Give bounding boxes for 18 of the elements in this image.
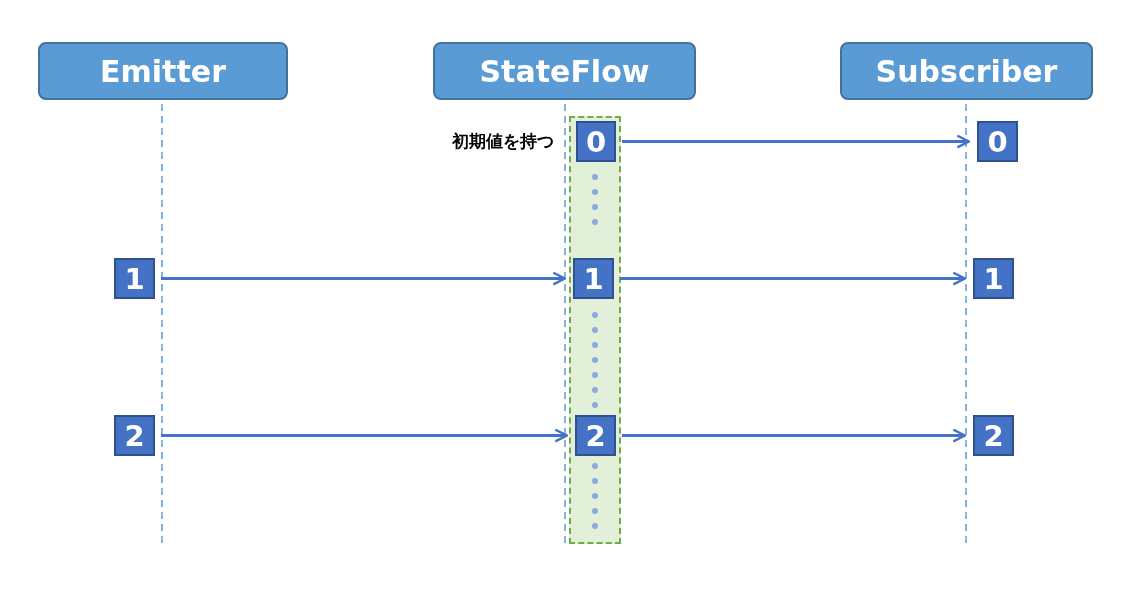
lifeline-header: Subscriber	[840, 42, 1093, 100]
value-box: 2	[114, 415, 155, 456]
value-box: 0	[576, 121, 616, 162]
lifeline-header: Emitter	[38, 42, 288, 100]
value-box: 2	[575, 415, 616, 456]
lifeline-header: StateFlow	[433, 42, 696, 100]
arrow	[161, 271, 567, 286]
arrow	[620, 271, 967, 286]
arrow	[622, 428, 967, 443]
arrow	[161, 428, 569, 443]
value-box: 1	[114, 258, 155, 299]
value-box: 2	[973, 415, 1014, 456]
state-band	[569, 116, 621, 544]
value-box: 0	[977, 121, 1018, 162]
arrow	[622, 134, 971, 149]
value-box: 1	[973, 258, 1014, 299]
value-box: 1	[573, 258, 614, 299]
annotation-text: 初期値を持つ	[452, 129, 554, 153]
